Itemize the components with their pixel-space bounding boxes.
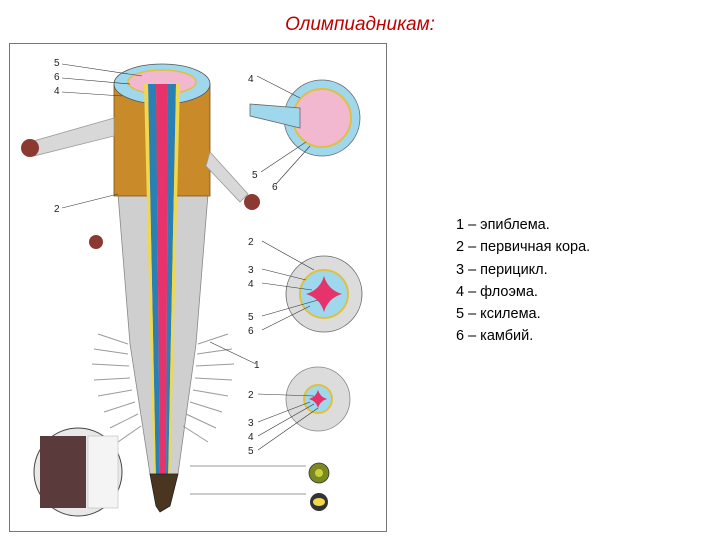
lateral-roots bbox=[21, 117, 260, 249]
label-lower-2: 2 bbox=[248, 390, 254, 401]
label-middle-2: 2 bbox=[248, 237, 254, 248]
page-title: Олимпиадникам: bbox=[285, 14, 435, 35]
label-lower-5: 5 bbox=[248, 446, 254, 457]
legend-item-3: 3 – перицикл. bbox=[456, 261, 548, 278]
root-body bbox=[91, 63, 235, 513]
legend-item-6: 6 – камбий. bbox=[456, 328, 534, 345]
label-mid-left-2: 2 bbox=[54, 204, 60, 215]
cross-section-tiny bbox=[308, 462, 330, 511]
label-middle-5: 5 bbox=[248, 312, 254, 323]
root-structure-figure: 5 6 4 2 4 5 6 2 3 4 5 6 1 2 3 4 5 bbox=[9, 43, 387, 532]
cross-section-middle bbox=[285, 255, 363, 333]
root-diagram: 5 6 4 2 4 5 6 2 3 4 5 6 1 2 3 4 5 bbox=[21, 58, 363, 517]
label-middle-4: 4 bbox=[248, 279, 254, 290]
label-lower-4: 4 bbox=[248, 432, 254, 443]
legend-item-1: 1 – эпиблема. bbox=[456, 217, 550, 233]
label-top-left-4: 4 bbox=[54, 86, 60, 97]
label-top-left-6: 6 bbox=[54, 72, 60, 83]
label-middle-3: 3 bbox=[248, 265, 254, 276]
legend-list: 1 – эпиблема. 2 – первичная кора. 3 – пе… bbox=[456, 214, 590, 348]
label-upper-6: 6 bbox=[272, 182, 278, 193]
cross-section-upper bbox=[249, 79, 361, 157]
magnified-cells bbox=[33, 427, 123, 517]
label-lower-1: 1 bbox=[254, 360, 260, 371]
legend-item-2: 2 – первичная кора. bbox=[456, 239, 591, 256]
label-lower-3: 3 bbox=[248, 418, 254, 429]
legend-item-5: 5 – ксилема. bbox=[456, 306, 541, 323]
label-upper-5: 5 bbox=[252, 170, 258, 181]
cross-section-lower bbox=[285, 366, 351, 432]
label-upper-4: 4 bbox=[248, 74, 254, 85]
label-middle-6: 6 bbox=[248, 326, 254, 337]
leader-lines bbox=[61, 63, 319, 495]
label-top-left-5: 5 bbox=[54, 58, 60, 69]
legend-item-4: 4 – флоэма. bbox=[456, 283, 538, 300]
